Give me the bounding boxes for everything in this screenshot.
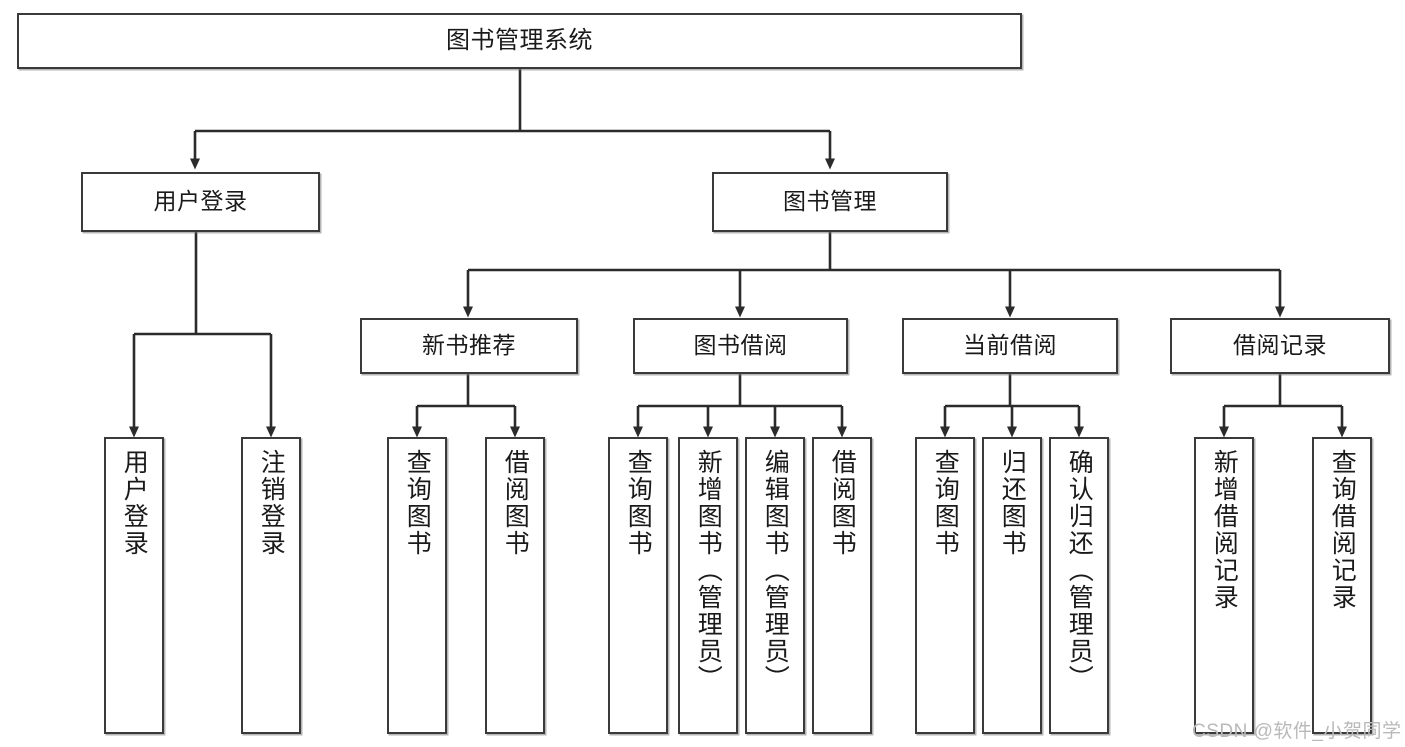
leaf-query-borrow-record[interactable]: 查询借阅记录 (1312, 437, 1372, 734)
csdn-watermark: CSDN @软件_小贺同学 (1192, 721, 1402, 742)
leaf-return-book[interactable]: 归还图书 (982, 437, 1042, 734)
leaf-borrow-book-recommend[interactable]: 借阅图书 (485, 437, 545, 734)
leaf-logout-login[interactable]: 注销登录 (241, 437, 301, 734)
node-label: 新增借阅记录 (1210, 449, 1239, 611)
leaf-borrow-book[interactable]: 借阅图书 (812, 437, 872, 734)
node-book-borrow[interactable]: 图书借阅 (633, 318, 848, 374)
node-label: 查询图书 (931, 449, 960, 557)
node-label: 归还图书 (998, 449, 1027, 557)
node-label: 当前借阅 (963, 332, 1057, 359)
node-label: 编辑图书（管理员） (761, 449, 790, 692)
node-borrow-record[interactable]: 借阅记录 (1170, 318, 1390, 374)
node-label: 新增图书（管理员） (694, 449, 723, 692)
node-label: 图书管理 (783, 188, 877, 215)
node-label: 借阅图书 (501, 449, 530, 557)
node-root-book-management-system[interactable]: 图书管理系统 (17, 13, 1022, 69)
leaf-query-book-borrow[interactable]: 查询图书 (608, 437, 668, 734)
leaf-user-login[interactable]: 用户登录 (104, 437, 164, 734)
leaf-add-book-admin[interactable]: 新增图书（管理员） (678, 437, 738, 734)
node-book-management[interactable]: 图书管理 (712, 172, 948, 232)
node-label: 新书推荐 (422, 332, 516, 359)
node-label: 查询图书 (624, 449, 653, 557)
node-label: 图书借阅 (693, 332, 788, 359)
node-label: 查询借阅记录 (1328, 449, 1357, 611)
node-new-book-recommend[interactable]: 新书推荐 (360, 318, 578, 374)
node-label: 图书管理系统 (446, 26, 593, 54)
leaf-confirm-return-admin[interactable]: 确认归还（管理员） (1049, 437, 1109, 734)
node-label: 用户登录 (120, 449, 149, 557)
node-label: 用户登录 (153, 188, 248, 215)
node-current-borrow[interactable]: 当前借阅 (902, 318, 1118, 374)
node-user-login[interactable]: 用户登录 (81, 172, 320, 232)
leaf-query-book-current[interactable]: 查询图书 (915, 437, 975, 734)
node-label: 确认归还（管理员） (1065, 449, 1094, 692)
node-label: 查询图书 (403, 449, 432, 557)
node-label: 借阅图书 (828, 449, 857, 557)
leaf-edit-book-admin[interactable]: 编辑图书（管理员） (745, 437, 805, 734)
node-label: 借阅记录 (1233, 332, 1327, 359)
leaf-query-book-recommend[interactable]: 查询图书 (387, 437, 447, 734)
node-label: 注销登录 (257, 449, 286, 557)
leaf-add-borrow-record[interactable]: 新增借阅记录 (1194, 437, 1254, 734)
